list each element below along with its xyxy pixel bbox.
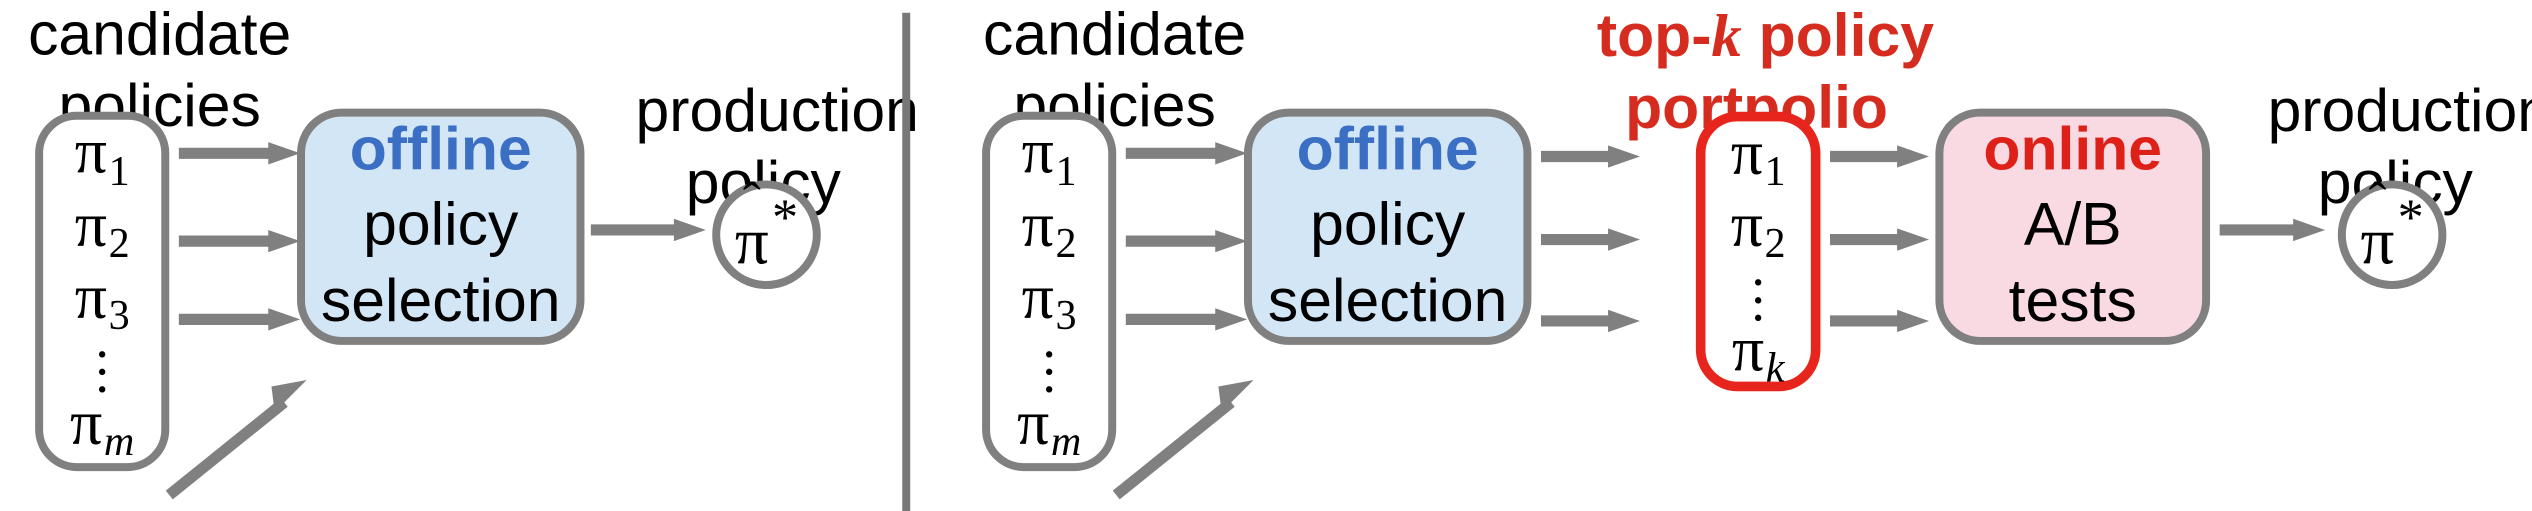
arrow-online-to-production: [2219, 217, 2326, 243]
right-offline-policy-selection-box: offline policy selection: [1243, 108, 1532, 345]
left-candidate-policies-box: π1 π2 π3 ··· πm: [35, 111, 170, 472]
arrow-offline-to-portfolio-3: [1540, 308, 1640, 334]
right-candidate-policies-box: π1 π2 π3 ··· πm: [982, 111, 1117, 472]
policy-item: πm: [70, 386, 135, 466]
policy-ellipsis: ···: [1040, 326, 1059, 421]
arrow-candidate-1-to-offline: [1125, 141, 1248, 167]
online-ab-tests-box: online A/B tests: [1935, 108, 2211, 345]
portfolio-caption-suffix: policy: [1741, 3, 1934, 71]
portfolio-item: π1: [1730, 116, 1786, 196]
caption-line-1: production: [635, 78, 919, 146]
offline-highlight-label: offline: [1296, 117, 1479, 185]
panel-divider: [902, 12, 911, 511]
portfolio-caption-prefix: top-: [1596, 3, 1712, 71]
arrow-candidate-1-to-offline: [178, 141, 301, 167]
portfolio-caption: top-k policy portpolio: [1596, 2, 1934, 145]
offline-label-line-3: selection: [1267, 267, 1508, 335]
online-label-line-2: A/B: [2023, 192, 2122, 260]
policy-ellipsis: ···: [93, 326, 112, 421]
portfolio-caption-k-variable: k: [1711, 3, 1742, 71]
offline-label-line-2: policy: [363, 192, 519, 260]
offline-label-line-3: selection: [320, 267, 561, 335]
arrow-candidate-2-to-offline: [1125, 228, 1248, 254]
right-production-policy-caption: production policy: [2267, 77, 2532, 220]
left-candidate-policies-caption: candidate policies: [0, 0, 319, 143]
policy-item: π3: [74, 260, 130, 340]
policy-item: π1: [74, 115, 130, 195]
caption-line-1: candidate: [983, 1, 1247, 69]
portfolio-item: π2: [1730, 188, 1786, 267]
offline-label-line-2: policy: [1310, 192, 1466, 260]
left-offline-policy-selection-box: offline policy selection: [297, 108, 585, 345]
online-highlight-label: online: [1983, 117, 2163, 185]
policy-item: π3: [1021, 260, 1077, 340]
arrow-candidate-2-to-offline: [178, 228, 301, 254]
top-k-portfolio-box: π1 π2 ··· πk: [1695, 111, 1821, 392]
policy-item: πm: [1016, 386, 1082, 466]
policy-item: π2: [74, 187, 130, 267]
arrow-portfolio-to-online-3: [1830, 308, 1930, 334]
portfolio-caption-line-1: top-k policy: [1596, 2, 1934, 74]
arrow-offline-to-portfolio-1: [1540, 144, 1640, 170]
policy-item: π2: [1021, 187, 1077, 267]
arrow-candidate-m-to-offline: [165, 380, 310, 500]
caption-line-1: production: [2267, 78, 2532, 146]
arrow-candidate-3-to-offline: [178, 307, 301, 333]
arrow-offline-to-production: [590, 217, 706, 243]
arrow-offline-to-portfolio-2: [1540, 227, 1640, 253]
arrow-candidate-3-to-offline: [1125, 307, 1248, 333]
caption-line-1: candidate: [28, 1, 292, 69]
policy-item: π1: [1021, 115, 1077, 195]
portfolio-item: πk: [1731, 312, 1785, 392]
portfolio-ellipsis: ···: [1749, 253, 1768, 348]
online-label-line-3: tests: [2008, 267, 2137, 335]
arrow-portfolio-to-online-2: [1830, 227, 1930, 253]
offline-highlight-label: offline: [349, 117, 532, 185]
arrow-candidate-m-to-offline: [1112, 380, 1257, 500]
arrow-portfolio-to-online-1: [1830, 144, 1930, 170]
